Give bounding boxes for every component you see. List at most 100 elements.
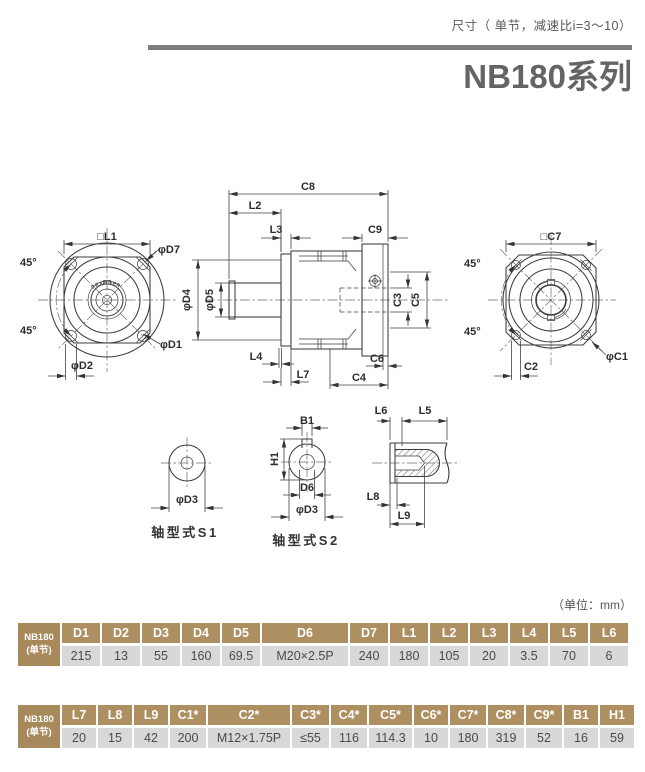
angle-label-bottom: 45°	[20, 325, 37, 337]
dim-label-c5: C5	[410, 293, 422, 307]
logo-text: DEANDER	[90, 280, 121, 291]
table1-header-cell: L2	[430, 623, 468, 643]
table2-value-cell: 52	[526, 728, 562, 748]
dim-label-l3: L3	[270, 224, 283, 236]
bore-section-view: L6 L5 L8 L9	[367, 405, 458, 528]
table2-value-cell: 42	[134, 728, 168, 748]
table2-value-cell: 15	[98, 728, 132, 748]
table1-header-cell: D2	[102, 623, 140, 643]
table2-value-cell: ≤55	[292, 728, 329, 748]
title-divider	[148, 45, 632, 50]
dim-label-c8: C8	[301, 181, 315, 193]
table2-row-label-line1: NB180	[24, 713, 54, 725]
shaft-s2-view: B1 H1 D6 φD3 轴型式S2	[269, 415, 343, 548]
table1-row-label: NB180 (单节)	[18, 623, 60, 666]
dim-label-l5: L5	[419, 405, 432, 417]
table1-header-cell: L1	[390, 623, 428, 643]
table2-row-label-line2: (单节)	[26, 726, 52, 738]
table1-header-cell: D7	[350, 623, 388, 643]
table1-value-cell: 3.5	[510, 646, 548, 666]
dim-label-c4: C4	[352, 372, 367, 384]
table1-value-cell: 70	[550, 646, 588, 666]
size-note: 尺寸（ 单节，减速比i=3～10）	[451, 19, 632, 33]
table1-value-cell: 160	[182, 646, 220, 666]
table1-value-cell: M20×2.5P	[262, 646, 348, 666]
page-title: NB180系列	[463, 58, 632, 95]
table2-value-cell: 114.3	[369, 728, 412, 748]
dim-label-l9: L9	[398, 510, 411, 522]
table1-value-cell: 105	[430, 646, 468, 666]
table1-header-cell: L6	[590, 623, 628, 643]
caption-s1: 轴型式S1	[151, 525, 218, 540]
angle-label-bottom2: 45°	[464, 326, 481, 338]
table1-value-cell: 69.5	[222, 646, 260, 666]
dim-label-d5: φD5	[204, 289, 216, 311]
dim-label-l6: L6	[375, 405, 388, 417]
table2-header-cell: C9*	[526, 705, 562, 725]
angle-label-top: 45°	[20, 257, 37, 269]
table2-header-cell: L9	[134, 705, 168, 725]
side-view: C8 L2 L3 C9 φD4 φD5 C3 C5	[181, 181, 450, 389]
dim-label-s1-d3: φD3	[176, 494, 198, 506]
table1-value-cell: 240	[350, 646, 388, 666]
front-view: DEANDER □L1 φD7 φD1 φD2 45° 45°	[20, 228, 182, 380]
dimension-table-2: NB180 (单节) L7 L8 L9 C1* C2* C3* C4* C5* …	[18, 705, 634, 748]
dim-label-h1: H1	[269, 452, 281, 466]
table2-header-cell: C3*	[292, 705, 329, 725]
table2-value-cell: 10	[414, 728, 448, 748]
dim-label-c2: C2	[524, 361, 538, 373]
table1-header-cell: D3	[142, 623, 180, 643]
dim-label-d7: φD7	[158, 244, 180, 256]
caption-s2: 轴型式S2	[272, 533, 339, 548]
dim-label-l4: L4	[250, 351, 264, 363]
dim-label-l1: □L1	[97, 231, 116, 243]
angle-label-top2: 45°	[464, 258, 481, 270]
dim-label-b1: B1	[300, 415, 314, 427]
table2-row-label: NB180 (单节)	[18, 705, 60, 748]
table1-header-cell: D5	[222, 623, 260, 643]
table1-header-cell: L3	[470, 623, 508, 643]
unit-note: （单位：mm）	[552, 598, 632, 612]
table1-value-cell: 20	[470, 646, 508, 666]
table1-row-label-line1: NB180	[24, 631, 54, 643]
table2-header-cell: L8	[98, 705, 132, 725]
dim-label-c1: φC1	[606, 351, 628, 363]
dim-label-c6: C6	[370, 353, 384, 365]
table2-value-cell: 319	[488, 728, 524, 748]
dim-label-d4: φD4	[181, 288, 193, 311]
shaft-s1-view: φD3 轴型式S1	[151, 437, 223, 540]
dimension-table-1: NB180 (单节) D1 D2 D3 D4 D5 D6 D7 L1 L2 L3…	[18, 623, 628, 666]
table1-value-cell: 55	[142, 646, 180, 666]
dim-label-c7: □C7	[541, 231, 562, 243]
table2-header-cell: L7	[62, 705, 96, 725]
output-view: □C7 45° 45° φC1 C2	[464, 231, 628, 380]
table2-value-cell: 16	[564, 728, 598, 748]
table2-header-cell: C2*	[208, 705, 290, 725]
table1-header-cell: D6	[262, 623, 348, 643]
table2-value-cell: M12×1.75P	[208, 728, 290, 748]
table2-value-cell: 116	[331, 728, 367, 748]
table2-header-cell: H1	[600, 705, 634, 725]
table1-header-cell: L5	[550, 623, 588, 643]
table1-header-cell: L4	[510, 623, 548, 643]
table2-value-cell: 180	[450, 728, 486, 748]
table2-header-cell: B1	[564, 705, 598, 725]
table1-row-label-line2: (单节)	[26, 644, 52, 656]
table1-value-cell: 13	[102, 646, 140, 666]
dim-label-c9: C9	[368, 224, 382, 236]
table1-value-cell: 180	[390, 646, 428, 666]
table1-value-cell: 6	[590, 646, 628, 666]
dim-label-l8: L8	[367, 491, 380, 503]
dim-label-l7: L7	[297, 369, 310, 381]
table1-value-cell: 215	[62, 646, 100, 666]
table2-value-cell: 59	[600, 728, 634, 748]
dim-label-s2-d3: φD3	[296, 504, 318, 516]
table2-header-cell: C4*	[331, 705, 367, 725]
table2-header-cell: C6*	[414, 705, 448, 725]
table2-header-cell: C5*	[369, 705, 412, 725]
dim-label-c3: C3	[392, 293, 404, 307]
table2-header-cell: C8*	[488, 705, 524, 725]
table1-header-cell: D4	[182, 623, 220, 643]
